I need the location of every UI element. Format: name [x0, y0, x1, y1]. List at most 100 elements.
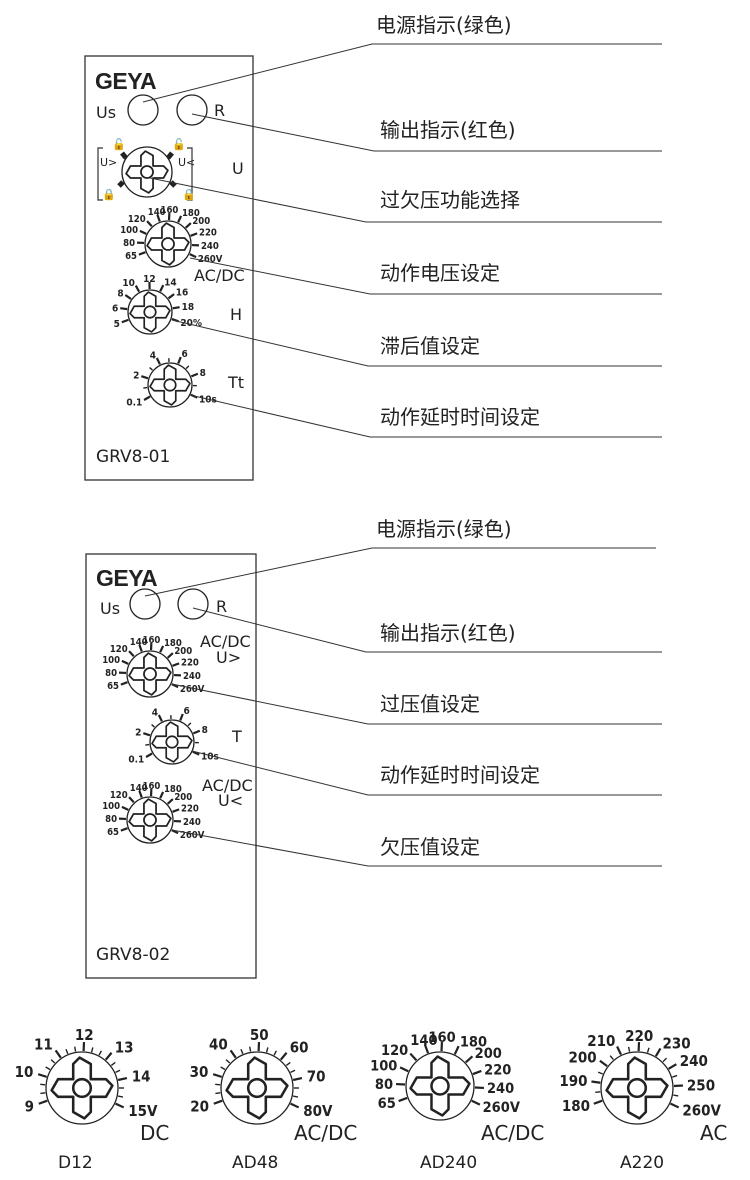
model-label: GRV8-02: [96, 945, 170, 965]
major-tick: [398, 1096, 408, 1103]
major-tick: [184, 222, 192, 229]
scale-label: 180: [164, 638, 182, 649]
major-tick: [290, 1102, 300, 1109]
scale-label: 16: [176, 288, 189, 299]
major-tick: [453, 1045, 460, 1055]
scale-label: 80: [105, 668, 117, 679]
major-tick: [37, 1073, 48, 1078]
major-tick: [139, 229, 147, 235]
output-led: [177, 588, 209, 620]
scale-label: 80: [105, 814, 117, 825]
major-tick: [138, 644, 143, 652]
major-tick: [172, 662, 180, 667]
minor-tick: [117, 1095, 124, 1098]
function-selector-dial[interactable]: U> U< 🔓 🔓 🔒 🔒: [97, 138, 196, 201]
callout-hysteresis-setting: 滞后值设定: [380, 334, 480, 358]
major-tick: [172, 808, 180, 813]
scale-label: 260V: [483, 1100, 521, 1116]
scale-label: 160: [143, 635, 161, 646]
major-tick: [593, 1099, 603, 1105]
minor-tick: [225, 1059, 231, 1064]
scale-label: 10s: [199, 395, 217, 406]
major-tick: [54, 1049, 62, 1059]
major-tick: [143, 395, 151, 401]
callout-power-led: 电源指示(绿色): [376, 517, 512, 541]
scale-label: 220: [484, 1062, 511, 1078]
scale-label: 120: [381, 1043, 408, 1059]
variant-name: AD48: [232, 1153, 278, 1173]
scale-label: 15V: [128, 1102, 158, 1120]
minor-tick: [595, 1091, 601, 1094]
major-tick: [104, 1052, 113, 1061]
callout-voltage-setting: 动作电压设定: [380, 261, 500, 285]
scale-label: 5: [114, 319, 120, 330]
scale-label: 200: [174, 792, 192, 803]
major-tick: [654, 1047, 662, 1057]
callout-overvoltage-setting: 过压值设定: [380, 692, 480, 716]
major-tick: [213, 1099, 223, 1105]
scale-label: 50: [250, 1026, 269, 1044]
major-tick: [212, 1073, 223, 1078]
major-tick: [120, 681, 128, 686]
callout-delay-setting: 动作延时时间设定: [380, 763, 540, 787]
scale-label: 0.1: [126, 397, 142, 408]
minor-tick: [151, 724, 155, 728]
scale-label: 8: [200, 368, 206, 379]
major-tick: [166, 798, 174, 805]
scale-label: 140: [130, 783, 148, 794]
scale-label: 260V: [180, 830, 205, 841]
power-led: [129, 588, 161, 620]
minor-tick: [672, 1074, 678, 1078]
scale-label: 210: [587, 1032, 615, 1050]
u-under-label: U<: [178, 156, 195, 169]
scale-label: 200: [192, 216, 210, 227]
scale-label: 190: [559, 1072, 587, 1090]
scale-label: 10s: [201, 752, 219, 763]
scale-label: 180: [460, 1035, 487, 1051]
scale-label: 180: [182, 208, 200, 219]
major-tick: [177, 356, 182, 364]
lock-closed-icon: 🔒: [102, 188, 116, 201]
scale-label: 14: [132, 1068, 151, 1086]
r-label: R: [214, 101, 225, 120]
callout-output-led: 输出指示(红色): [380, 118, 516, 142]
over-unit: AC/DC: [200, 632, 251, 651]
scale-label: 220: [181, 658, 199, 669]
major-tick: [120, 307, 128, 311]
scale-label: 80V: [303, 1102, 333, 1120]
major-tick: [138, 790, 143, 798]
scale-label: 11: [34, 1036, 53, 1054]
scale-label: 100: [370, 1058, 397, 1074]
minor-tick: [609, 1055, 614, 1060]
scale-label: 4: [152, 707, 158, 718]
scale-label: 0.1: [128, 754, 144, 765]
major-tick: [145, 752, 153, 758]
scale-label: 4: [150, 350, 156, 361]
major-tick: [423, 1044, 430, 1054]
minor-tick: [45, 1066, 51, 1071]
voltage-unit: AC/DC: [194, 266, 245, 285]
major-tick: [121, 659, 129, 665]
variant-unit: AC: [700, 1121, 727, 1145]
scale-label: 10: [122, 278, 135, 289]
major-tick: [120, 827, 128, 832]
major-tick: [121, 805, 129, 811]
major-tick: [124, 294, 132, 300]
major-tick: [117, 1076, 128, 1082]
minor-tick: [115, 1069, 121, 1073]
major-tick: [472, 1069, 482, 1076]
minor-tick: [90, 1047, 94, 1053]
callout-power-led: 电源指示(绿色): [376, 13, 512, 37]
callout-output-led: 输出指示(红色): [380, 621, 516, 645]
scale-label: 120: [110, 790, 128, 801]
